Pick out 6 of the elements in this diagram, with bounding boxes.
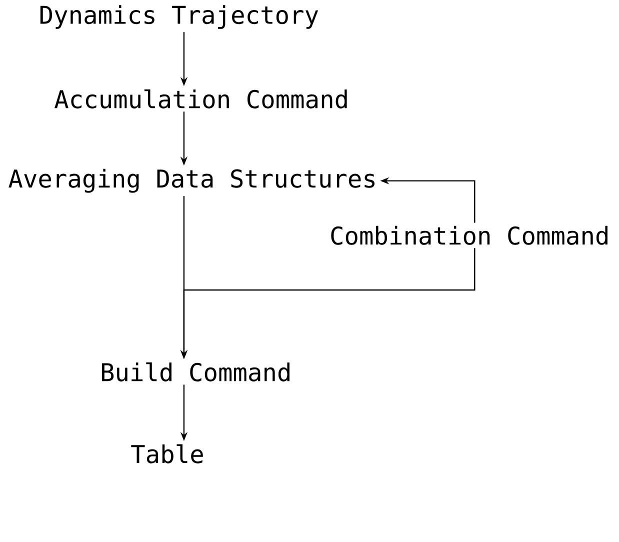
step-label: Table	[131, 444, 203, 464]
step-label: Dynamics Trajectory	[40, 5, 318, 29]
step-label: Averaging Data Structures	[8, 168, 374, 193]
step-label: Combination Command	[331, 226, 608, 245]
step-label: Accumulation Command	[54, 89, 347, 108]
step-label: Build Command	[102, 362, 290, 382]
